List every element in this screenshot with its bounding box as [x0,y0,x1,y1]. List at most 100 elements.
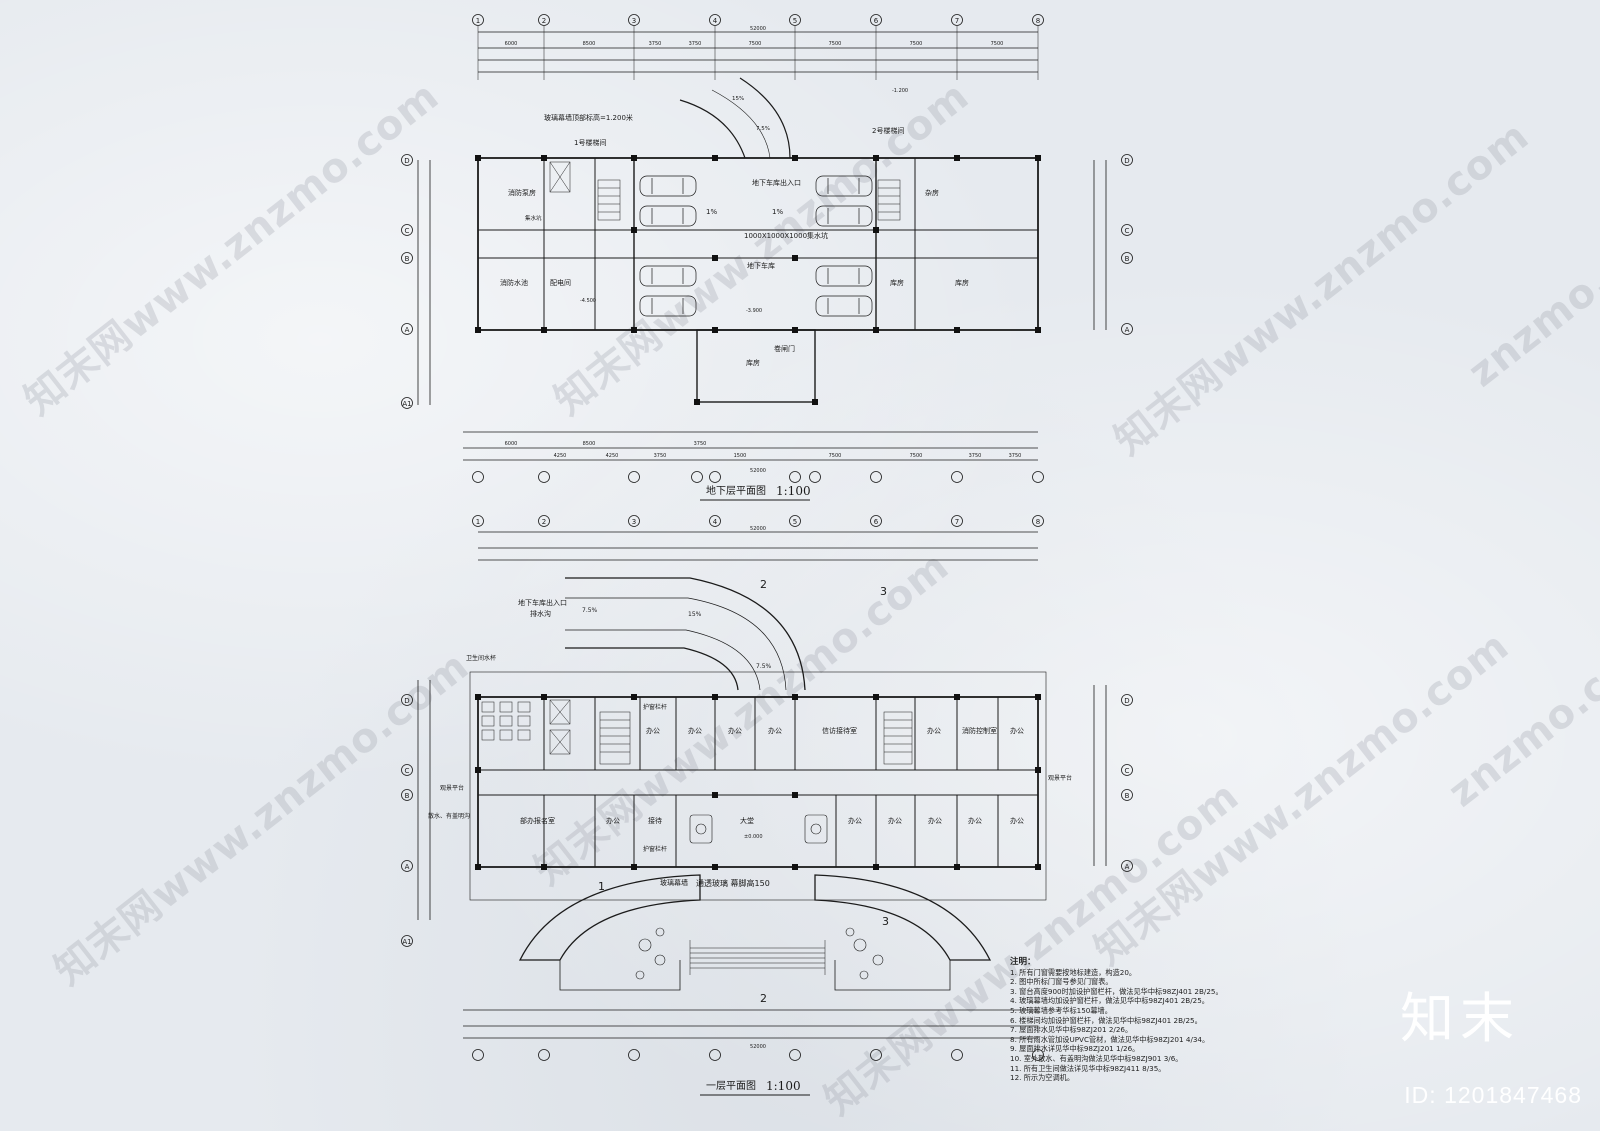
svg-text:-1.200: -1.200 [892,88,908,94]
room-label: 玻璃幕墙顶部标高=1.200米 [544,113,633,122]
room-label: 地下车库 [747,261,775,270]
notes-title: 注明： [1010,957,1036,967]
svg-text:通透玻璃 幕脚高150: 通透玻璃 幕脚高150 [696,878,770,888]
basement-title: 地下层平面图 [706,484,766,497]
svg-text:D: D [1124,157,1129,165]
svg-text:A: A [405,326,410,334]
svg-text:7: 7 [955,518,959,526]
svg-text:6000: 6000 [505,41,518,47]
svg-text:办公: 办公 [928,816,942,825]
basement-scale: 1:100 [776,484,811,498]
svg-text:卫生间水杯: 卫生间水杯 [466,654,496,662]
svg-text:C: C [1125,767,1130,775]
svg-text:观景平台: 观景平台 [1048,774,1072,782]
svg-text:A: A [405,863,410,871]
svg-text:B: B [1125,792,1130,800]
svg-text:7.5%: 7.5% [756,126,770,132]
room-label: 杂房 [925,188,939,197]
axis-label: 6 [874,17,879,25]
svg-text:7500: 7500 [910,453,923,459]
room-label: 消防水池 [500,278,528,287]
svg-text:排水沟: 排水沟 [530,609,551,618]
svg-text:B: B [1125,255,1130,263]
svg-text:消防控制室: 消防控制室 [962,726,997,735]
svg-text:大堂: 大堂 [740,816,754,825]
svg-text:15%: 15% [688,611,702,618]
room-label: 库房 [890,278,904,287]
svg-text:6000: 6000 [505,441,518,447]
svg-text:办公: 办公 [768,726,782,735]
svg-text:±0.000: ±0.000 [744,834,763,840]
note-line: 5. 玻璃幕墙参考华标150幕墙。 [1010,1005,1112,1015]
asset-id: ID: 1201847468 [1404,1082,1582,1108]
svg-text:1%: 1% [706,208,717,216]
svg-text:护窗栏杆: 护窗栏杆 [643,845,667,853]
room-label: 2号楼梯间 [872,126,904,135]
svg-text:7.5%: 7.5% [756,663,772,670]
axis-label: 8 [1036,17,1040,25]
svg-text:3: 3 [882,915,889,928]
ground-plan [401,515,1133,1096]
brand-logo: 知末 [1400,987,1520,1050]
svg-text:A1: A1 [402,938,411,946]
svg-text:2: 2 [760,992,767,1005]
svg-text:护窗栏杆: 护窗栏杆 [643,703,667,711]
room-label: 1000X1000X1000集水坑 [744,231,828,240]
car-icon [639,175,873,317]
note-line: 1. 所有门窗需要按地标建造，构造20。 [1010,967,1137,977]
note-line: 10. 室外散水、有盖明沟做法见华中标98ZJ901 3/6。 [1010,1053,1183,1063]
svg-text:-3.900: -3.900 [746,308,762,314]
svg-text:2: 2 [542,518,546,526]
svg-text:3750: 3750 [1009,453,1022,459]
svg-text:-4.500: -4.500 [580,298,596,304]
svg-text:C: C [405,767,410,775]
basement-plan [401,14,1133,501]
axis-label: 2 [542,17,546,25]
svg-text:A1: A1 [402,400,411,408]
svg-text:散水、有盖明沟: 散水、有盖明沟 [428,812,470,820]
svg-text:办公: 办公 [646,726,660,735]
svg-text:D: D [404,697,409,705]
svg-text:1%: 1% [772,208,783,216]
room-label: 1号楼梯间 [574,138,606,147]
general-notes: 注明： 1. 所有门窗需要按地标建造，构造20。 2. 图中所标门窗号参见门窗表… [1010,957,1223,1083]
room-label: 配电间 [550,278,571,287]
note-line: 4. 玻璃幕墙均加设护窗栏杆，做法见华中标98ZJ401 2B/25。 [1010,996,1209,1006]
svg-text:1: 1 [598,880,605,893]
axis-label: 3 [632,17,636,25]
svg-text:接待: 接待 [648,816,662,825]
room-label: 库房 [746,358,760,367]
room-label: 卷闸门 [774,344,795,353]
svg-text:1: 1 [476,518,480,526]
svg-text:7.5%: 7.5% [582,607,598,614]
svg-text:4250: 4250 [606,453,619,459]
svg-text:7500: 7500 [749,41,762,47]
svg-text:D: D [404,157,409,165]
svg-text:3750: 3750 [969,453,982,459]
svg-text:5: 5 [793,518,797,526]
svg-text:B: B [405,255,410,263]
note-line: 6. 楼梯间均加设护窗栏杆，做法见华中标98ZJ401 2B/25。 [1010,1015,1202,1025]
svg-text:办公: 办公 [606,816,620,825]
ground-scale: 1:100 [766,1079,801,1093]
svg-text:8500: 8500 [583,41,596,47]
svg-text:A: A [1125,326,1130,334]
svg-text:地下车库出入口: 地下车库出入口 [518,598,567,607]
note-line: 11. 所有卫生间做法详见华中标98ZJ411 8/35。 [1010,1063,1166,1073]
note-line: 3. 窗台高度900时加设护窗栏杆，做法见华中标98ZJ401 2B/25。 [1010,986,1223,996]
ground-title: 一层平面图 [706,1080,756,1092]
svg-text:办公: 办公 [927,726,941,735]
svg-text:4: 4 [713,518,718,526]
svg-text:3750: 3750 [694,441,707,447]
axis-label: 1 [476,17,480,25]
svg-text:办公: 办公 [688,726,702,735]
room-label: 消防泵房 [508,188,536,197]
svg-text:信访接待室: 信访接待室 [822,726,857,735]
basement-axes-top [472,14,1044,26]
svg-text:观景平台: 观景平台 [440,784,464,792]
svg-text:C: C [1125,227,1130,235]
room-label: 地下车库出入口 [752,178,801,187]
svg-text:部办报名室: 部办报名室 [520,816,555,825]
svg-text:办公: 办公 [848,816,862,825]
